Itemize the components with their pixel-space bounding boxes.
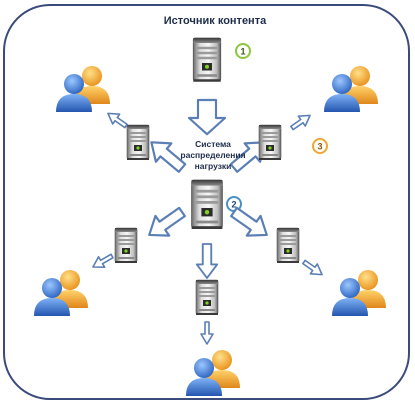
edge-server-bottom-right-icon <box>276 227 300 264</box>
badge-2-text: 2 <box>231 200 236 210</box>
load-balancer-server-icon <box>190 179 224 230</box>
badge-3: 3 <box>312 138 328 154</box>
badge-3-text: 3 <box>317 142 322 152</box>
edge-server-bottom-icon <box>195 279 219 316</box>
arrow-down-icon <box>187 98 227 136</box>
load-balancer-label: Система распределения нагрузки <box>158 139 268 172</box>
edge-server-top-left-icon <box>126 124 150 161</box>
load-balancer-label-line-3: нагрузки <box>194 161 232 171</box>
edge-server-bottom-left-icon <box>114 227 138 264</box>
load-balancer-label-line-2: распределения <box>180 150 246 160</box>
badge-1: 1 <box>235 43 251 59</box>
source-server-icon <box>192 37 222 83</box>
content-source-label: Источник контента <box>163 15 267 27</box>
load-balancer-label-line-1: Система <box>195 139 231 149</box>
badge-1-text: 1 <box>240 47 245 57</box>
